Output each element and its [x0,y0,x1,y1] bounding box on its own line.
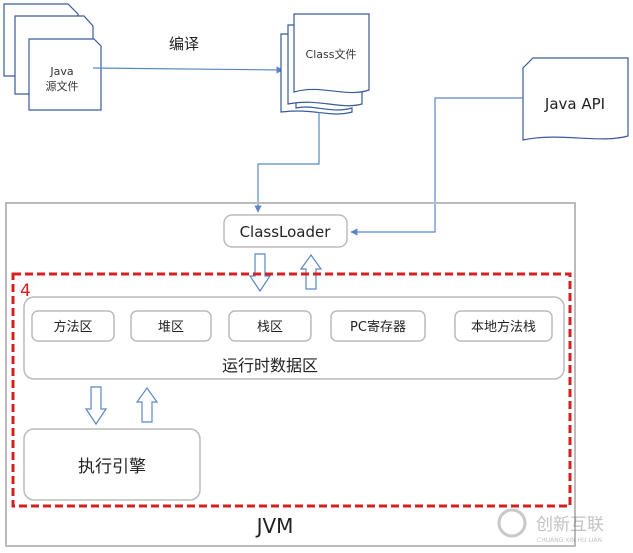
source-file-label-line1: Java [49,65,73,78]
native-method-stack-box [454,310,553,342]
pc-register-box [330,310,426,342]
source-file-page-front [28,38,102,111]
block-arrow-up-engine [135,386,159,423]
watermark-en: CHUANG XIN HU LIAN [537,537,602,544]
java-api-to-classloader-connector [350,97,523,236]
block-arrow-down-engine [84,386,108,426]
execution-engine-label: 执行引擎 [78,457,146,477]
jvm-boundary [5,202,576,547]
classloader-box [223,214,348,248]
method-area-box [31,310,115,342]
highlight-dashed-box [11,272,572,508]
native-method-stack-label: 本地方法栈 [471,319,536,335]
class-file-to-classloader-connector [254,112,320,213]
runtime-data-area-label: 运行时数据区 [222,356,318,375]
heap-area-label: 堆区 [158,320,184,335]
source-file-label-line2: 源文件 [46,79,79,93]
pc-register-label: PC寄存器 [350,319,406,335]
class-file-label: Class文件 [306,47,357,61]
block-arrow-up-classloader [299,253,323,290]
jvm-label: JVM [255,514,294,538]
stack-area-label: 栈区 [257,320,283,335]
watermark-cn: 创新互联 [536,515,604,535]
compile-arrow [92,66,284,74]
execution-engine-box [23,428,201,501]
heap-area-box [130,310,212,342]
classloader-label: ClassLoader [240,223,332,241]
watermark-icon [497,508,527,538]
method-area-label: 方法区 [53,319,92,335]
class-file-stack: Class文件 [280,13,370,115]
source-file-stack: Java 源文件 [3,3,102,111]
java-api-label: Java API [544,95,605,113]
java-api-shape [522,57,629,141]
runtime-area-slots: 方法区 堆区 栈区 PC寄存器 本地方法栈 [31,310,553,342]
java-api-document: Java API [522,57,629,141]
class-file-page-front [293,13,370,94]
watermark-logo: 创新互联 CHUANG XIN HU LIAN [497,508,604,544]
compile-label: 编译 [169,35,199,53]
stack-area-box [228,310,312,342]
highlight-number: 4 [20,281,31,301]
